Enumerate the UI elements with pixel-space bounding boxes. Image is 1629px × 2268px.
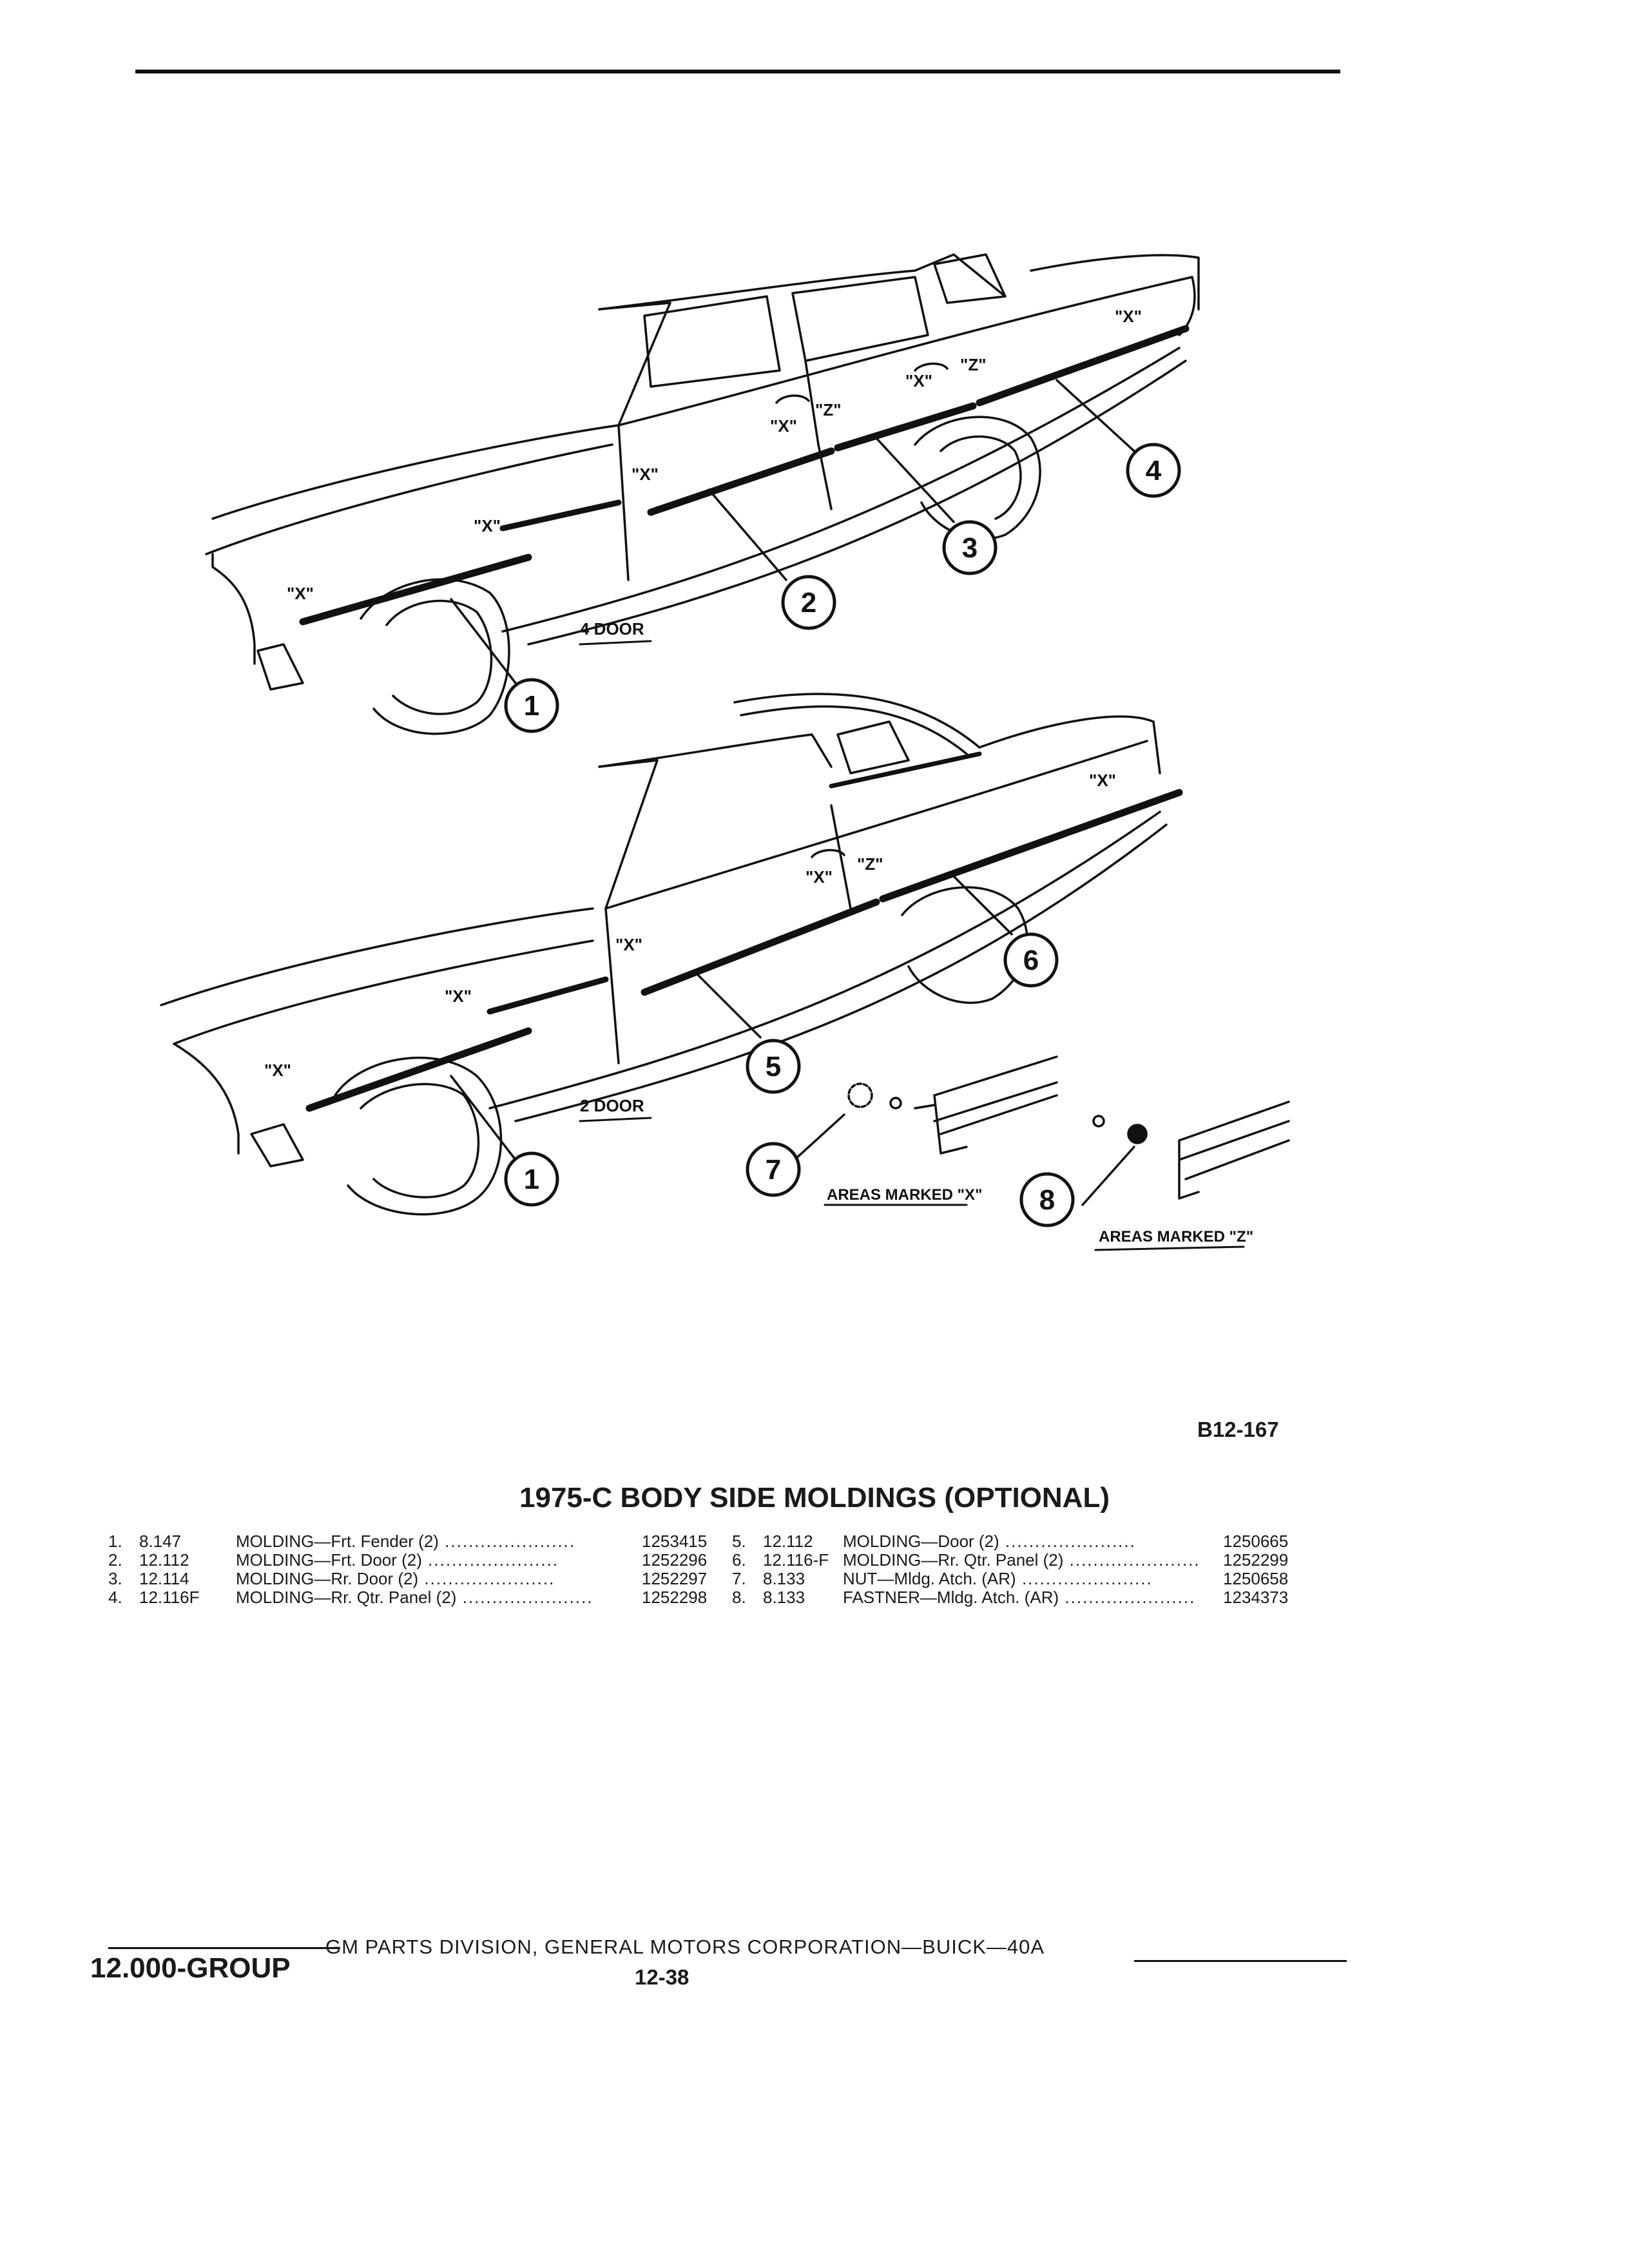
marker-x: "X" (631, 465, 659, 484)
marker-x: "X" (264, 1061, 291, 1080)
callout-6: 6 (1003, 932, 1059, 988)
marker-z: "Z" (857, 854, 883, 874)
callout-4: 4 (1126, 443, 1181, 498)
marker-x: "X" (1115, 307, 1142, 326)
svg-text:2: 2 (801, 587, 816, 619)
figure-id: B12-167 (1197, 1418, 1279, 1441)
page-number: 12-38 (635, 1965, 689, 1989)
callout-1: 1 (504, 678, 559, 733)
parts-list-left: 1.8.147 MOLDING—Frt. Fender (2)1253415 2… (108, 1532, 710, 1607)
marker-z: "Z" (960, 355, 987, 374)
parts-row: 2.12.112 MOLDING—Frt. Door (2)1252296 (108, 1550, 710, 1570)
footer-division: GM PARTS DIVISION, GENERAL MOTORS CORPOR… (325, 1936, 1045, 1958)
parts-row: 3.12.114 MOLDING—Rr. Door (2)1252297 (108, 1569, 710, 1588)
body-side-moldings-illustration: "X" "X" "X" "X" "Z" "X" "Z" "X" "X" "X" … (160, 253, 1290, 1251)
callout-7: 7 (746, 1142, 801, 1197)
svg-text:5: 5 (766, 1051, 781, 1082)
callout-8: 8 (1019, 1172, 1075, 1227)
footer-rule-right (1134, 1960, 1347, 1962)
svg-text:1: 1 (524, 690, 539, 722)
footer-rule-left (108, 1947, 340, 1949)
two-door-car-drawing (160, 693, 1183, 1216)
svg-text:7: 7 (766, 1154, 781, 1186)
detail-label-x: AREAS MARKED "X" (827, 1186, 982, 1204)
callout-2: 2 (781, 575, 836, 630)
detail-label-z: AREAS MARKED "Z" (1099, 1228, 1253, 1245)
svg-text:8: 8 (1039, 1184, 1055, 1216)
parts-row: 5.12.112 MOLDING—Door (2)1250665 (732, 1532, 1291, 1551)
parts-list-right: 5.12.112 MOLDING—Door (2)1250665 6.12.11… (732, 1532, 1291, 1607)
page-title: 1975-C BODY SIDE MOLDINGS (OPTIONAL) (519, 1482, 1110, 1514)
marker-x: "X" (905, 371, 932, 390)
marker-x: "X" (615, 935, 642, 954)
parts-row: 6.12.116-F MOLDING—Rr. Qtr. Panel (2)125… (732, 1550, 1291, 1570)
view-label-4-door: 4 DOOR (580, 619, 644, 639)
four-door-car-drawing (205, 253, 1200, 735)
marker-x: "X" (445, 986, 472, 1006)
parts-row: 8.8.133 FASTNER—Mldg. Atch. (AR)1234373 (732, 1588, 1291, 1607)
svg-text:4: 4 (1146, 455, 1162, 486)
footer-group: 12.000-GROUP (90, 1952, 291, 1984)
view-label-2-door: 2 DOOR (580, 1096, 644, 1115)
marker-x: "X" (287, 584, 314, 603)
parts-row: 7.8.133 NUT—Mldg. Atch. (AR)1250658 (732, 1569, 1291, 1588)
parts-row: 1.8.147 MOLDING—Frt. Fender (2)1253415 (108, 1532, 710, 1551)
marker-x: "X" (805, 867, 833, 887)
marker-z: "Z" (815, 400, 842, 419)
marker-x: "X" (770, 416, 797, 436)
top-rule (135, 70, 1340, 73)
marker-x: "X" (474, 516, 501, 535)
callout-3: 3 (942, 520, 998, 575)
svg-text:6: 6 (1023, 945, 1039, 976)
svg-text:1: 1 (524, 1164, 539, 1195)
callout-5: 5 (746, 1039, 801, 1094)
parts-row: 4.12.116F MOLDING—Rr. Qtr. Panel (2)1252… (108, 1588, 710, 1607)
marker-x: "X" (1089, 771, 1116, 790)
callout-1: 1 (504, 1151, 559, 1207)
svg-text:3: 3 (962, 532, 978, 564)
